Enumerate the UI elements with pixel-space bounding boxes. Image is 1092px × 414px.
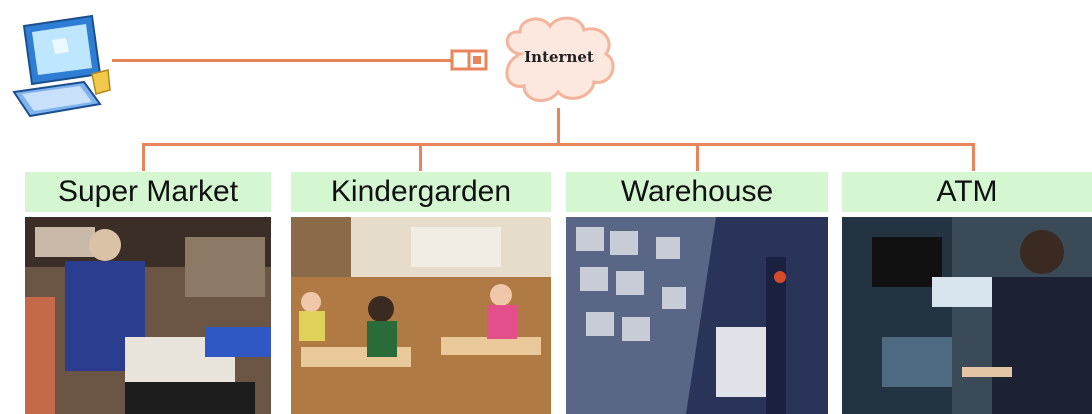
- cloud-icon: [496, 14, 622, 110]
- connector-line: [112, 59, 454, 62]
- connector-line: [557, 108, 560, 144]
- node-label-super-market: Super Market: [25, 172, 271, 212]
- connector-line: [142, 143, 974, 146]
- node-label-atm: ATM: [842, 172, 1092, 212]
- node-label-kindergarden: Kindergarden: [291, 172, 551, 212]
- computer-icon: [12, 12, 112, 118]
- connector-line: [696, 143, 699, 171]
- connector-line: [419, 143, 422, 171]
- connector-line: [972, 143, 975, 171]
- connector-line: [142, 143, 145, 171]
- node-label-warehouse: Warehouse: [566, 172, 828, 212]
- supermarket-photo: [25, 217, 271, 414]
- atm-photo: [842, 217, 1092, 414]
- kindergarden-photo: [291, 217, 551, 414]
- warehouse-photo: [566, 217, 828, 414]
- plug-icon: [450, 48, 490, 72]
- cloud-label: Internet: [524, 48, 594, 66]
